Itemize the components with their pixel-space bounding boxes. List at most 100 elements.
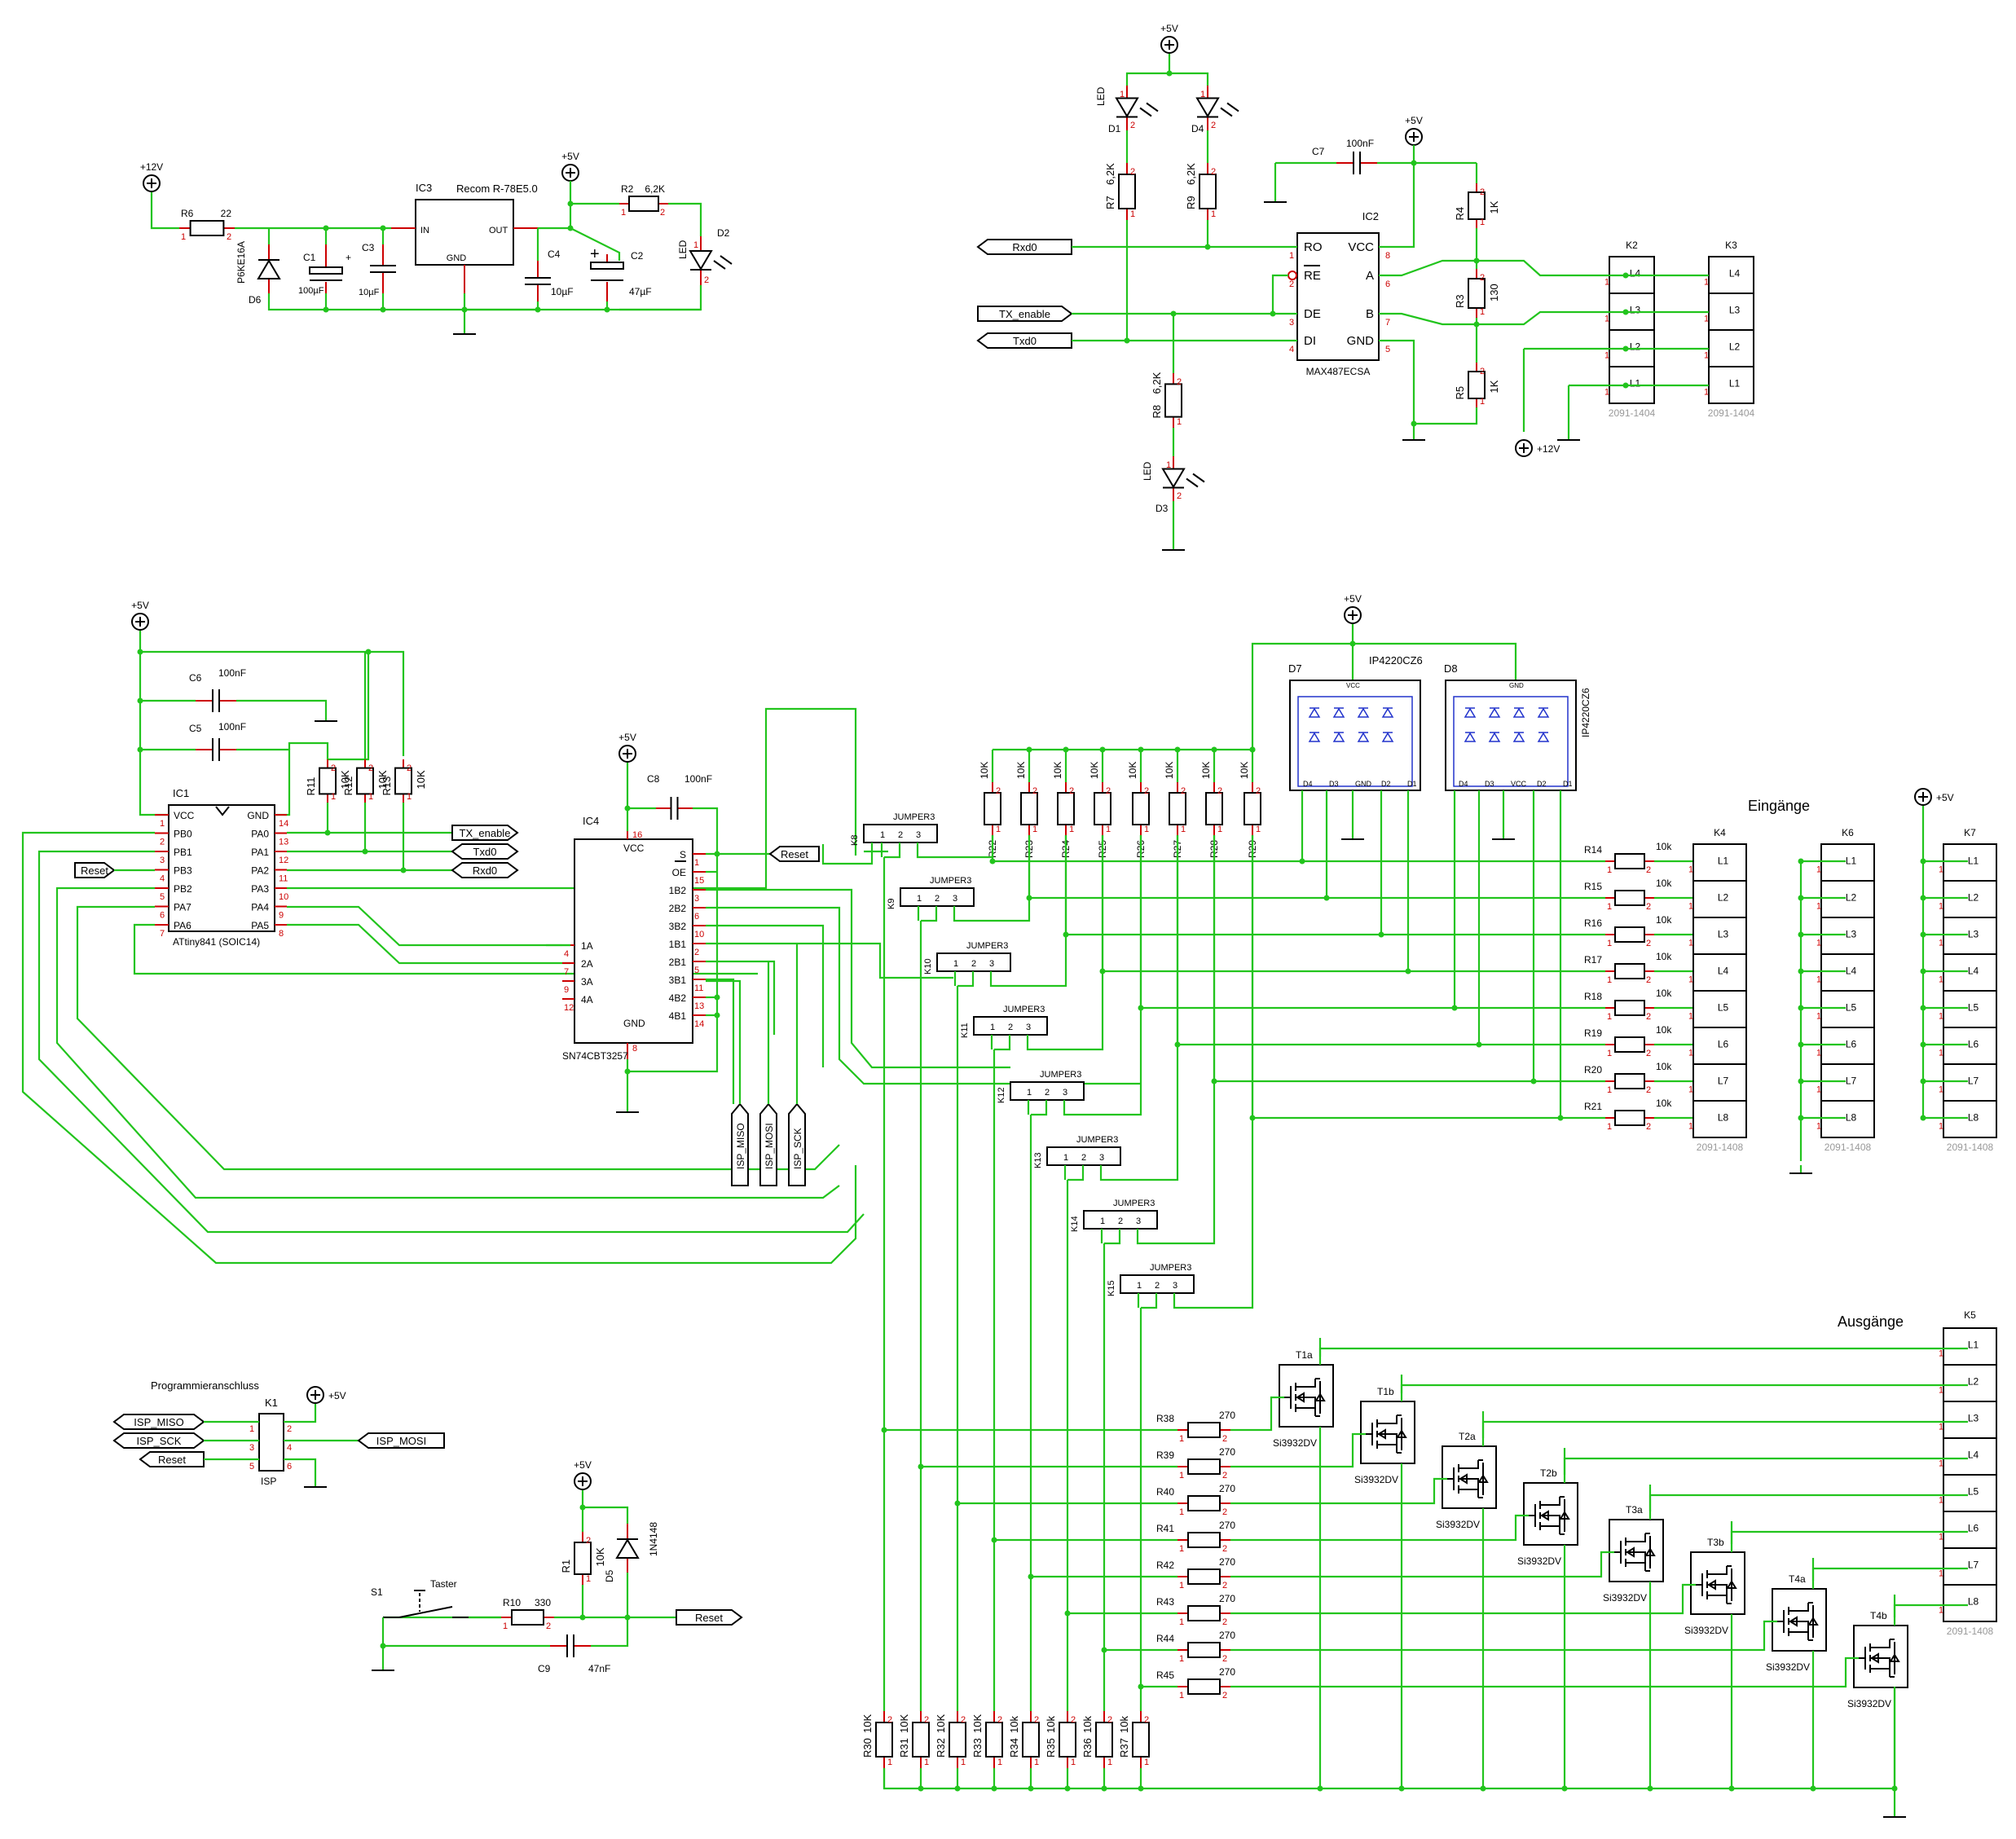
resistor-value: 270 xyxy=(1219,1556,1235,1568)
resistor-value: 130 xyxy=(1488,284,1500,301)
pin-number: 1 xyxy=(1130,209,1135,219)
label: 5 xyxy=(694,966,699,975)
pin-number: 2 xyxy=(1646,939,1651,948)
tvs-pin-label: D4 xyxy=(1303,780,1313,788)
label: 4 xyxy=(1289,345,1294,354)
flag-text: Reset xyxy=(81,865,108,877)
label: 6 xyxy=(1385,279,1390,289)
terminal-pin-label: L7 xyxy=(1968,1076,1979,1087)
ground-symbol xyxy=(1341,831,1364,840)
label: 3 xyxy=(249,1443,254,1453)
pin-number: 1 xyxy=(1607,1012,1612,1022)
resistor-value: 10K xyxy=(1164,762,1175,779)
ground-symbol xyxy=(315,713,337,722)
resistor-body xyxy=(1132,1722,1150,1758)
pin-number: 1 xyxy=(1704,388,1709,398)
junction xyxy=(604,306,610,313)
pin-number: 2 xyxy=(1480,187,1485,197)
wire xyxy=(1230,1620,1777,1652)
tvs-diode xyxy=(1512,732,1525,742)
pin-number: 1 xyxy=(1217,825,1222,834)
resistor-value: 270 xyxy=(1219,1630,1235,1641)
supply-+5V: +5V xyxy=(574,1459,592,1490)
pin-number: 2 xyxy=(1211,121,1216,130)
pin-number: 2 xyxy=(996,786,1001,796)
jumper-pin: 2 xyxy=(1118,1216,1123,1226)
mosfet-name: T1a xyxy=(1296,1349,1313,1361)
label: 100µF xyxy=(298,286,324,296)
label: IC3 xyxy=(416,182,432,194)
jumper-pin: 2 xyxy=(935,894,940,904)
label: PB1 xyxy=(174,847,192,858)
terminal-name: K4 xyxy=(1714,827,1726,838)
pin-number: 1 xyxy=(996,825,1001,834)
mosfet-type: Si3932DV xyxy=(1436,1519,1480,1530)
resistor-value: 270 xyxy=(1219,1483,1235,1494)
mosfet-arrow xyxy=(1296,1392,1326,1403)
resistor-body xyxy=(1169,792,1186,825)
label: A xyxy=(1366,269,1374,283)
label: VCC xyxy=(1348,240,1374,254)
resistor-value: 6,2K xyxy=(1185,163,1197,185)
pin-number: 1 xyxy=(1939,1459,1943,1469)
ground-symbol xyxy=(1557,432,1580,441)
resistor-name: R16 xyxy=(1584,917,1602,929)
label: 7 xyxy=(160,929,165,939)
jumper-name: K8 xyxy=(850,835,860,846)
resistor-name: R2 xyxy=(621,183,634,195)
tvs-diode xyxy=(1537,732,1550,742)
tvs-diode xyxy=(1332,707,1345,718)
inversion-bubble xyxy=(1288,271,1297,280)
flag-shape xyxy=(731,1102,749,1186)
tvs-inner xyxy=(1453,696,1569,787)
resistor-name: R8 xyxy=(1151,405,1163,419)
stroke xyxy=(398,1606,453,1618)
junction xyxy=(461,306,468,313)
resistor-body xyxy=(984,792,1001,825)
junction xyxy=(1028,1785,1034,1792)
pin-number: 1 xyxy=(1211,209,1216,219)
ic-body xyxy=(168,804,275,932)
label: 4A xyxy=(581,994,593,1005)
resistor-value: 10K xyxy=(376,770,389,789)
pin-number: 1 xyxy=(1939,1423,1943,1432)
pin-number: 1 xyxy=(621,208,626,218)
resistor-body xyxy=(1187,1642,1221,1658)
resistor-name: R1 xyxy=(560,1560,572,1573)
pin-number: 2 xyxy=(1646,975,1651,985)
junction xyxy=(137,697,143,704)
resistor-name: R43 xyxy=(1156,1596,1174,1608)
pin-number: 2 xyxy=(227,232,231,242)
terminal-pin-label: L7 xyxy=(1718,1076,1729,1087)
label: 1B1 xyxy=(669,939,687,950)
terminal-pin-label: L6 xyxy=(1846,1039,1857,1050)
mosfet-name: T3a xyxy=(1626,1504,1643,1516)
tvs-diode xyxy=(1488,732,1501,742)
junction xyxy=(1530,1078,1537,1084)
net-flag-ISP_MOSI: ISP_MOSI xyxy=(759,1102,777,1186)
junction xyxy=(1064,1785,1071,1792)
capacitor-C5 xyxy=(196,738,236,761)
capacitor-C7 xyxy=(1336,152,1377,174)
capacitor-C8 xyxy=(656,797,693,820)
jumper-pin: 3 xyxy=(1099,1153,1104,1163)
pin-number: 1 xyxy=(1069,825,1074,834)
resistor-body xyxy=(574,1542,592,1575)
flag-txd0-mcu: Txd0 xyxy=(451,843,519,860)
terminal-pin-label: L8 xyxy=(1846,1112,1857,1124)
supply-label: +5V xyxy=(328,1390,346,1401)
resistor-body xyxy=(1187,1422,1221,1438)
pin-number: 1 xyxy=(1688,902,1693,912)
